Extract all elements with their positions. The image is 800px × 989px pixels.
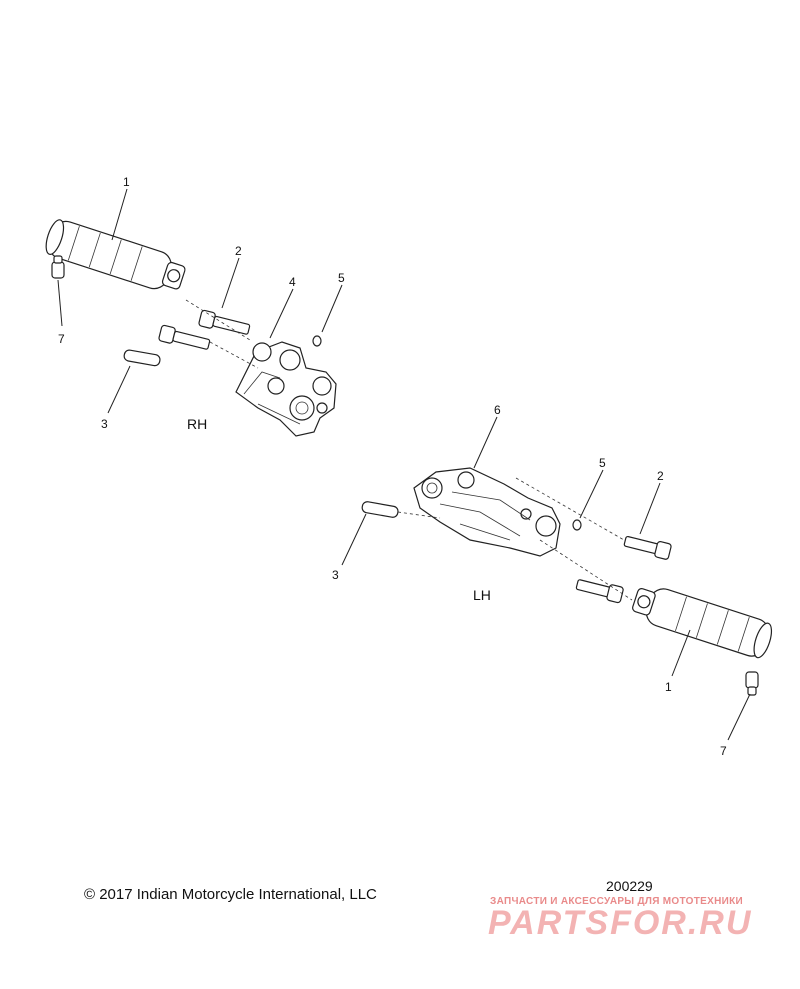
rh-grease-fitting [51,255,65,279]
callout-rh-3: 3 [101,417,108,431]
lh-bracket [413,467,561,557]
lh-bolt-upper [623,535,672,560]
callout-rh-4: 4 [289,275,296,289]
watermark-logo: PARTSFOR.RU [488,904,753,942]
callout-rh-5: 5 [338,271,345,285]
callout-rh-1: 1 [123,175,130,189]
rh-bolt-upper [198,309,251,335]
rh-bracket [235,341,337,437]
callout-lh-5: 5 [599,456,606,470]
rh-side-label: RH [187,416,207,432]
lh-o-ring [572,519,582,531]
callout-lh-7: 7 [720,744,727,758]
callout-rh-2: 2 [235,244,242,258]
watermark-tagline: ЗАПЧАСТИ И АКСЕССУАРЫ ДЛЯ МОТОТЕХНИКИ [490,896,743,907]
rh-pin [123,349,161,367]
copyright-text: © 2017 Indian Motorcycle International, … [84,886,377,903]
callout-lh-3: 3 [332,568,339,582]
rh-footpeg [45,219,186,290]
lh-assembly [341,416,773,741]
lh-footpeg [632,588,773,659]
lh-bolt-lower [575,579,624,604]
rh-assembly [45,188,343,437]
callout-lh-1: 1 [665,680,672,694]
callout-rh-7: 7 [58,332,65,346]
lh-pin [361,501,399,518]
callout-lh-2: 2 [657,469,664,483]
rh-o-ring [312,335,322,347]
lh-side-label: LH [473,587,491,603]
callout-lh-6: 6 [494,403,501,417]
lh-grease-fitting [745,671,759,696]
diagram-id: 200229 [606,878,653,894]
rh-bolt-lower [158,324,211,350]
